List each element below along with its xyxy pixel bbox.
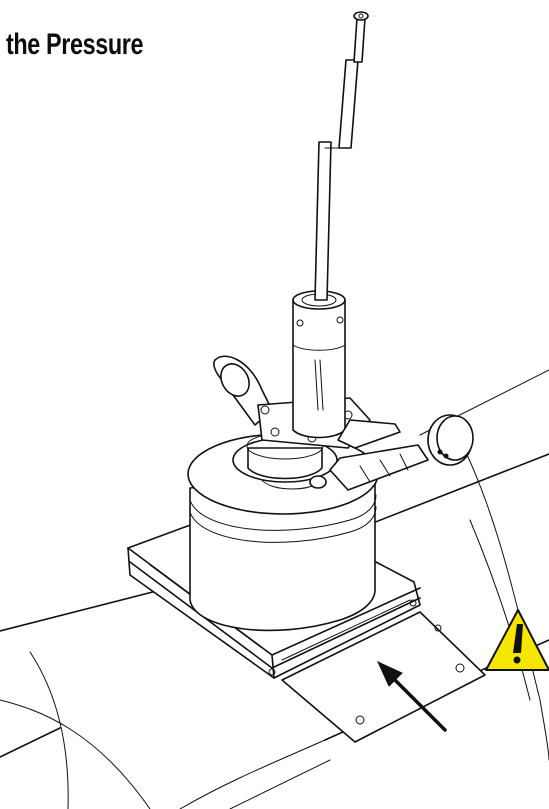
pressure-gauge-assembly [309,414,474,491]
housing-tube [292,290,346,439]
valve-cylinder [187,432,379,632]
warning-triangle-icon [485,609,549,671]
section-heading: the Pressure [6,28,144,61]
valve-stem [314,11,369,301]
extension-plate [281,611,486,743]
insertion-arrow-icon [376,660,447,732]
